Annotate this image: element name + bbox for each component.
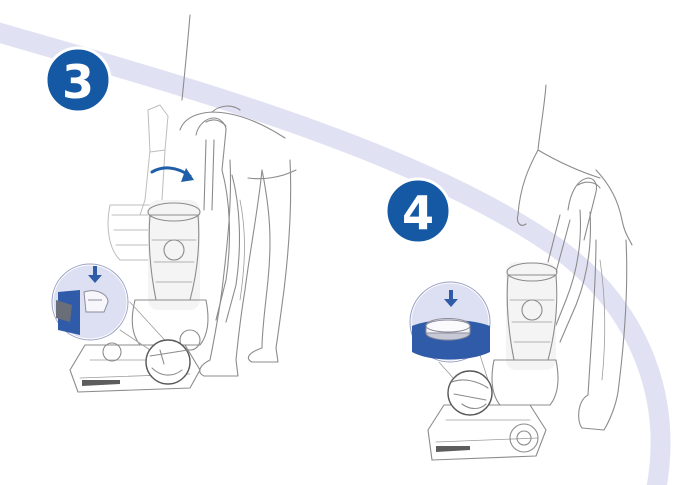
wheel-detail-callout-step-4	[447, 370, 493, 416]
vacuum-step-3	[69, 117, 241, 393]
pedal-detail-callout-step-3	[50, 262, 130, 342]
curved-arrow-icon	[150, 166, 194, 182]
person-step-4	[516, 84, 633, 431]
step-4-badge: 4	[384, 177, 452, 245]
down-arrow-icon	[444, 290, 458, 307]
down-arrow-icon	[88, 266, 102, 283]
person-step-3	[179, 14, 297, 377]
step-3-illustration: 3	[44, 14, 297, 393]
wheel-detail-callout-step-3	[145, 339, 191, 385]
step-4-illustration: 4	[384, 84, 633, 461]
step-3-number: 3	[62, 55, 94, 109]
background-swoosh	[0, 22, 671, 485]
step-4-number: 4	[402, 186, 434, 240]
step-3-badge: 3	[44, 46, 112, 114]
vacuum-step-4	[427, 177, 598, 461]
pedal-detail-callout-step-4	[408, 280, 492, 364]
